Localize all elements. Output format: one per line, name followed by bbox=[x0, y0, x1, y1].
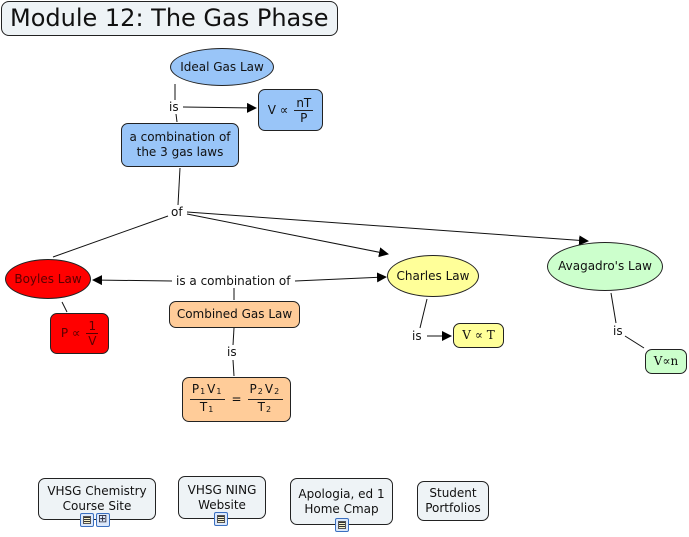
edge-combination-boyles bbox=[92, 275, 173, 286]
concept-boyles-law[interactable]: Boyles Law bbox=[5, 259, 91, 299]
edge-is-combinedformula bbox=[232, 359, 235, 377]
link-of: of bbox=[170, 205, 184, 219]
resource-icons bbox=[335, 518, 349, 532]
edge-of-avagadro bbox=[186, 211, 589, 246]
edge-is-combination bbox=[175, 113, 178, 123]
edge-charles-is bbox=[419, 298, 428, 329]
concept-ideal-formula[interactable]: V ∝ nT P bbox=[258, 89, 323, 131]
resource-icons bbox=[80, 512, 110, 527]
map-title: Module 12: The Gas Phase bbox=[1, 1, 338, 36]
concept-boyles-formula[interactable]: P ∝ 1 V bbox=[50, 313, 109, 354]
edge-of-charles bbox=[186, 213, 389, 258]
cmap-icon[interactable] bbox=[96, 512, 110, 527]
resource-icons bbox=[214, 512, 228, 526]
fraction: 1 V bbox=[86, 319, 99, 348]
fraction: nT P bbox=[294, 95, 314, 125]
link-is-a-combination-of: is a combination of bbox=[175, 274, 292, 288]
concept-ideal-gas-law[interactable]: Ideal Gas Law bbox=[170, 48, 274, 86]
resource-vhsg-ning-website[interactable]: VHSG NING Website bbox=[178, 476, 266, 519]
concept-charles-law[interactable]: Charles Law bbox=[387, 255, 479, 297]
document-icon[interactable] bbox=[335, 518, 349, 532]
edge-is-formula bbox=[182, 102, 257, 113]
resource-apologia-home-cmap[interactable]: Apologia, ed 1 Home Cmap bbox=[290, 478, 393, 525]
concept-avagadro-formula[interactable]: V∝n bbox=[645, 349, 687, 374]
edge-avagadro-is bbox=[610, 292, 617, 324]
link-is: is bbox=[411, 329, 423, 343]
edge-is-avagadroformula bbox=[624, 335, 645, 349]
concept-combined-gas-law[interactable]: Combined Gas Law bbox=[169, 301, 300, 328]
document-icon[interactable] bbox=[80, 513, 94, 527]
concept-charles-formula[interactable]: V ∝ T bbox=[453, 323, 504, 348]
resource-student-portfolios[interactable]: Student Portfolios bbox=[417, 481, 489, 521]
link-is: is bbox=[168, 100, 180, 114]
link-is: is bbox=[226, 345, 238, 359]
concept-avagadro-law[interactable]: Avagadro's Law bbox=[547, 242, 663, 291]
edge-combination-of bbox=[177, 167, 181, 206]
concept-combination[interactable]: a combination of the 3 gas laws bbox=[121, 123, 239, 167]
edge-combination-charles bbox=[294, 272, 387, 283]
link-is: is bbox=[612, 324, 624, 338]
edge-boyles-formula bbox=[61, 301, 68, 313]
edge-combined-is bbox=[232, 327, 235, 346]
edge-of-boyles bbox=[52, 215, 169, 258]
document-icon[interactable] bbox=[214, 512, 228, 526]
